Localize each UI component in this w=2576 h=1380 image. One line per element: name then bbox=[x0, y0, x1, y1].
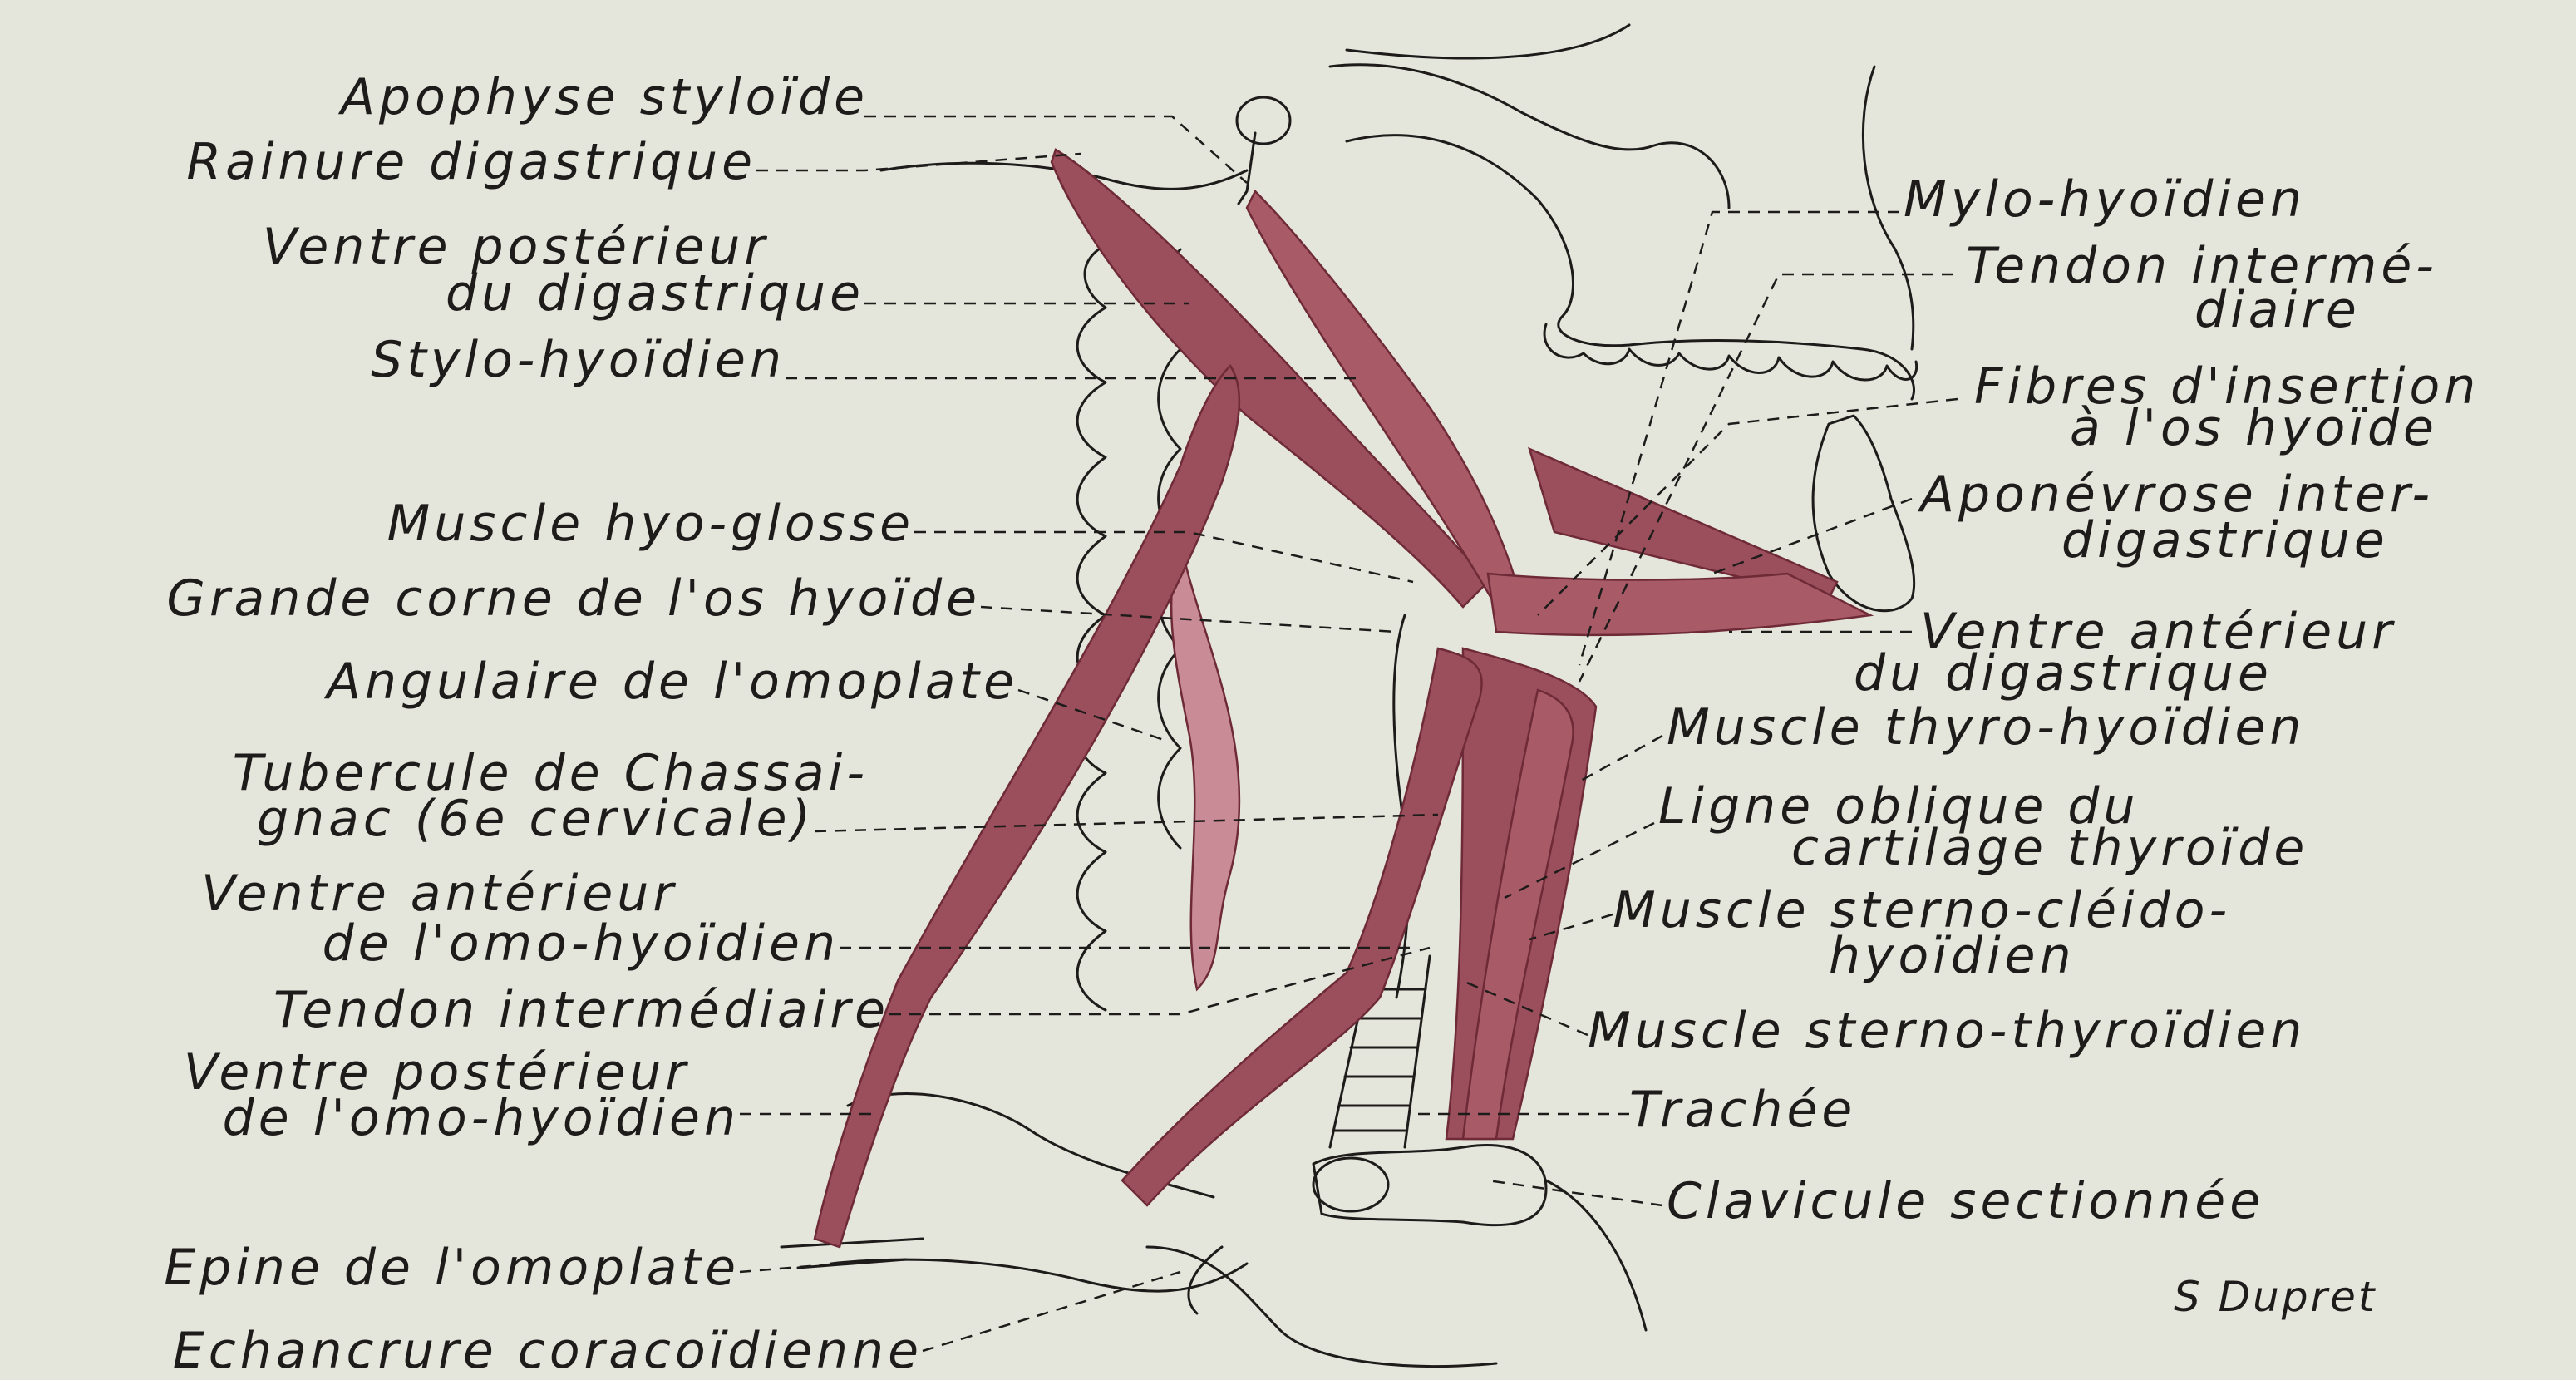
label-ventre-anterieur-dig-2: du digastrique bbox=[1854, 653, 2273, 694]
label-muscle-hyo-glosse: Muscle hyo-glosse bbox=[283, 503, 914, 545]
label-ventre-posterieur-1: Ventre postérieur bbox=[125, 226, 769, 268]
label-ventre-posterieur-omo-1: Ventre postérieur bbox=[33, 1052, 690, 1093]
artist-signature: S Dupret bbox=[2174, 1276, 2377, 1318]
label-tendon-intermediaire-right-2: diaire bbox=[2194, 289, 2361, 331]
label-sterno-cleido-2: hyoïdien bbox=[1829, 935, 2076, 977]
label-trachee: Trachée bbox=[1629, 1089, 1856, 1131]
omohyoid-anterior-belly bbox=[1122, 648, 1482, 1205]
label-aponevrose-2: digastrique bbox=[2061, 520, 2389, 561]
label-ligne-oblique-2: cartilage thyroïde bbox=[1791, 827, 2308, 869]
label-epine-omoplate: Epine de l'omoplate bbox=[25, 1247, 740, 1289]
label-ventre-anterieur-omo-2: de l'omo-hyoïdien bbox=[166, 923, 840, 964]
label-sterno-cleido-1: Muscle sterno-cléido- bbox=[1613, 890, 2231, 931]
label-tendon-intermediaire-left: Tendon intermédiaire bbox=[108, 989, 889, 1031]
label-sterno-thyroidien: Muscle sterno-thyroïdien bbox=[1588, 1010, 2306, 1052]
label-ventre-posterieur-omo-2: de l'omo-hyoïdien bbox=[75, 1097, 740, 1139]
label-apophyse-styloide: Apophyse styloïde bbox=[166, 76, 869, 118]
label-clavicule-sectionnee: Clavicule sectionnée bbox=[1667, 1180, 2264, 1222]
mandible-outline bbox=[1347, 136, 1914, 399]
label-tubercule-chassaignac-2: gnac (6e cervicale) bbox=[125, 798, 815, 840]
clavicle-section bbox=[1313, 1158, 1388, 1211]
label-grande-corne: Grande corne de l'os hyoïde bbox=[8, 578, 981, 619]
label-mylo-hyoidien: Mylo-hyoïdien bbox=[1904, 179, 2306, 220]
label-echancrure-coracoidienne: Echancrure coracoïdienne bbox=[17, 1330, 923, 1372]
label-rainure-digastrique: Rainure digastrique bbox=[33, 141, 756, 183]
label-du-digastrique: du digastrique bbox=[249, 273, 864, 314]
label-aponevrose-1: Aponévrose inter- bbox=[1920, 474, 2434, 515]
styloid-process bbox=[1237, 97, 1290, 144]
levator-scapulae-muscle bbox=[1171, 540, 1239, 989]
label-ventre-anterieur-omo-1: Ventre antérieur bbox=[83, 873, 677, 914]
label-tubercule-chassaignac-1: Tubercule de Chassai- bbox=[108, 752, 869, 794]
label-fibres-insertion-2: à l'os hyoïde bbox=[2070, 407, 2438, 449]
label-stylo-hyoidien: Stylo-hyoïdien bbox=[266, 339, 786, 381]
label-angulaire-omoplate: Angulaire de l'omoplate bbox=[166, 661, 1018, 702]
label-thyro-hyoidien: Muscle thyro-hyoïdien bbox=[1667, 707, 2305, 748]
